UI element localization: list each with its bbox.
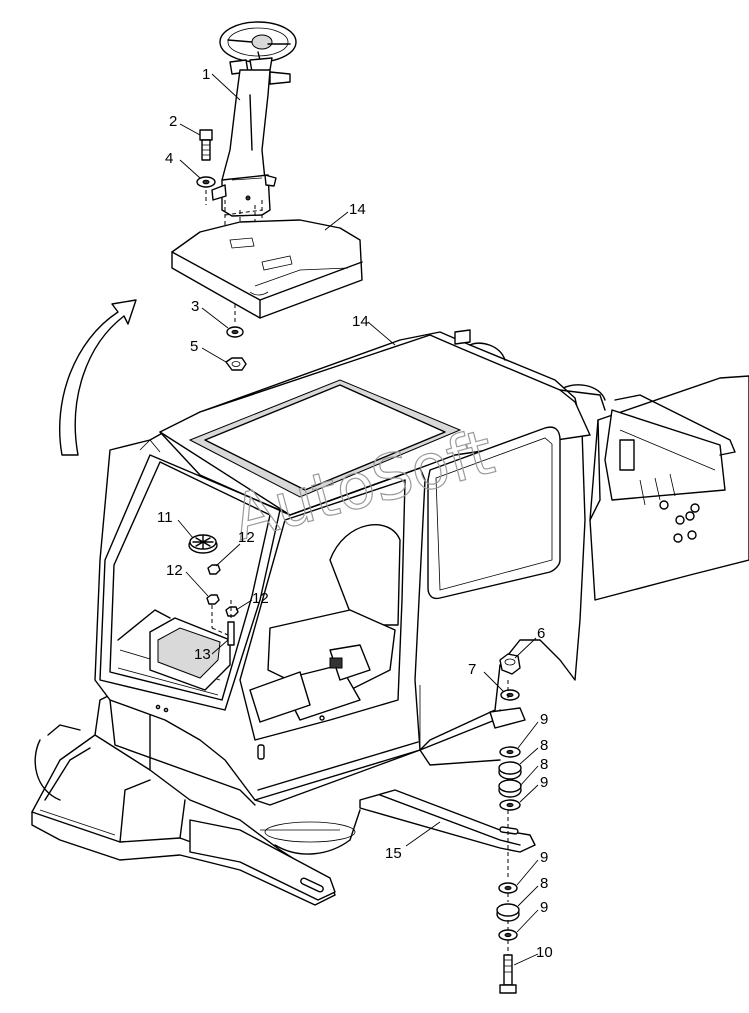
callout-7: 7 (468, 661, 476, 678)
bolt-2 (199, 129, 213, 161)
boom-frame (559, 375, 749, 601)
callout-8-upper-b: 8 (540, 756, 548, 773)
callout-labels: 1 2 4 14 3 5 14 11 12 12 12 13 6 7 9 8 8… (157, 66, 553, 961)
callout-12-middle: 12 (166, 562, 183, 579)
callout-8-lower: 8 (540, 875, 548, 892)
leader-lines (177, 73, 539, 966)
nut-12a (207, 564, 221, 575)
callout-6: 6 (537, 625, 545, 642)
callout-14-panel: 14 (349, 201, 366, 218)
washer-3 (226, 326, 244, 338)
callout-10: 10 (536, 944, 553, 961)
lower-mount-stack (496, 680, 520, 994)
steering-column (211, 21, 297, 217)
callout-12-right: 12 (252, 590, 269, 607)
callout-9-upper-a: 9 (540, 711, 548, 728)
callout-5: 5 (190, 338, 198, 355)
callout-2: 2 (169, 113, 177, 130)
lower-frame (31, 689, 361, 906)
callout-12-upper: 12 (238, 529, 255, 546)
bracket-15 (359, 789, 536, 853)
cap-11 (188, 534, 218, 554)
callout-4: 4 (165, 150, 173, 167)
callout-11: 11 (157, 509, 173, 526)
callout-13: 13 (194, 646, 211, 663)
callout-9-upper-b: 9 (540, 774, 548, 791)
operator-cab (94, 329, 606, 806)
callout-3: 3 (191, 298, 199, 315)
washer-4 (196, 176, 216, 188)
callout-9-lower-a: 9 (540, 849, 548, 866)
callout-9-lower-b: 9 (540, 899, 548, 916)
callout-15: 15 (385, 845, 402, 862)
callout-14-cab: 14 (352, 313, 369, 330)
callout-8-upper-a: 8 (540, 737, 548, 754)
rotation-arrow (58, 299, 137, 456)
nut-5 (225, 357, 247, 371)
callout-1: 1 (202, 66, 210, 83)
floor-panel (171, 219, 363, 319)
nut-12b (206, 594, 220, 605)
mount-stack (489, 653, 526, 811)
nut-12c (225, 606, 239, 617)
bolt-13 (211, 600, 235, 646)
